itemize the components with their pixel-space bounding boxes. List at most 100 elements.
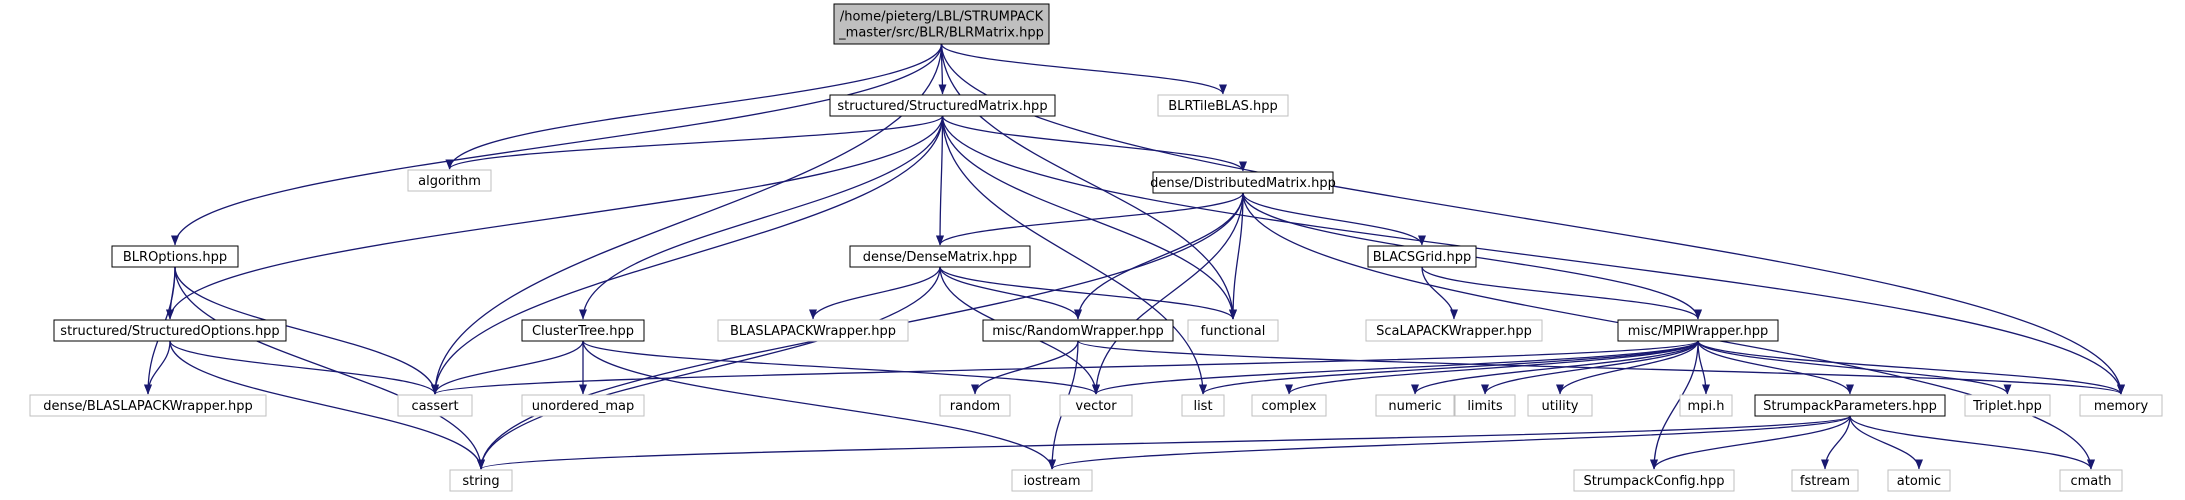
include-edge-blroptions-to-string xyxy=(174,266,485,470)
include-edge-distributed_matrix-to-functional xyxy=(1229,192,1244,320)
include-edge-root-to-blrtileblas xyxy=(940,43,1227,95)
node-label: list xyxy=(1193,399,1212,414)
node-clustertree[interactable]: ClusterTree.hpp xyxy=(521,319,645,342)
node-unordered-map: unordered_map xyxy=(521,394,645,417)
include-edge-strumpack_parameters-to-strumpack_config xyxy=(1650,415,1851,470)
edge-line xyxy=(971,340,1079,395)
node-box xyxy=(1527,394,1593,417)
node-label: vector xyxy=(1075,399,1117,414)
node-numeric: numeric xyxy=(1375,394,1455,417)
node-label: ScaLAPACKWrapper.hpp xyxy=(1376,324,1532,339)
node-mpi-wrapper[interactable]: misc/MPIWrapper.hpp xyxy=(1617,319,1779,342)
node-triplet: Triplet.hpp xyxy=(1964,394,2051,417)
node-random-wrapper[interactable]: misc/RandomWrapper.hpp xyxy=(982,319,1174,342)
include-edge-structured_matrix-to-memory xyxy=(941,115,2125,395)
include-edge-strumpack_parameters-to-string xyxy=(477,415,1851,470)
node-label: dense/BLASLAPACKWrapper.hpp xyxy=(43,399,253,414)
node-box xyxy=(1573,469,1735,492)
edge-line xyxy=(941,115,1207,395)
node-string: string xyxy=(449,469,513,492)
node-label: limits xyxy=(1467,399,1503,414)
edge-line xyxy=(431,340,1699,395)
edge-line xyxy=(940,43,1227,95)
node-structured-options[interactable]: structured/StructuredOptions.hpp xyxy=(53,319,287,342)
header-nodes: /home/pieterg/LBL/STRUMPACK_master/src/B… xyxy=(29,3,2163,492)
node-complex: complex xyxy=(1251,394,1327,417)
node-label: _master/src/BLR/BLRMatrix.hpp xyxy=(838,26,1044,41)
include-edge-clustertree-to-vector xyxy=(582,340,1100,395)
edge-line xyxy=(936,192,1244,246)
edge-line xyxy=(1285,340,1699,395)
edge-line xyxy=(579,115,944,320)
node-box xyxy=(29,394,267,417)
node-dense-matrix[interactable]: dense/DenseMatrix.hpp xyxy=(849,245,1031,268)
node-strumpack-config: StrumpackConfig.hpp xyxy=(1573,469,1735,492)
include-edge-mpi_wrapper-to-complex xyxy=(1285,340,1699,395)
node-box xyxy=(1375,394,1455,417)
include-edge-root-to-functional xyxy=(940,43,1237,320)
edge-line xyxy=(936,115,945,246)
include-edge-strumpack_parameters-to-cmath xyxy=(1849,415,2095,470)
node-box xyxy=(397,394,473,417)
node-box xyxy=(2059,469,2123,492)
include-edge-strumpack_parameters-to-iostream xyxy=(1048,415,1851,470)
edge-line xyxy=(1077,340,2125,395)
node-blacsgrid[interactable]: BLACSGrid.hpp xyxy=(1367,245,1477,268)
edge-line xyxy=(809,266,941,320)
include-edge-dense_matrix-to-blaslapack_wrapper xyxy=(809,266,941,320)
include-edge-structured_options-to-string xyxy=(169,340,485,470)
node-blaslapack-wrapper: BLASLAPACKWrapper.hpp xyxy=(717,319,909,342)
edge-line xyxy=(445,115,944,170)
include-edge-dense_matrix-to-string xyxy=(477,266,941,470)
include-edge-random_wrapper-to-random xyxy=(971,340,1079,395)
node-memory: memory xyxy=(2079,394,2163,417)
node-strumpack-parameters[interactable]: StrumpackParameters.hpp xyxy=(1754,394,1946,417)
node-label: algorithm xyxy=(418,174,481,189)
include-edge-mpi_wrapper-to-memory xyxy=(1697,340,2125,395)
node-structured-matrix[interactable]: structured/StructuredMatrix.hpp xyxy=(829,94,1056,117)
edge-line xyxy=(1411,340,1699,395)
node-label: utility xyxy=(1542,399,1579,414)
node-blrtileblas: BLRTileBLAS.hpp xyxy=(1157,94,1289,117)
include-edge-distributed_matrix-to-blacsgrid xyxy=(1242,192,1426,246)
node-box xyxy=(1679,394,1733,417)
edge-line xyxy=(1697,340,2125,395)
node-distributed-matrix[interactable]: dense/DistributedMatrix.hpp xyxy=(1150,171,1336,194)
node-box xyxy=(1887,469,1951,492)
node-label: Triplet.hpp xyxy=(1972,399,2042,414)
node-algorithm: algorithm xyxy=(407,169,492,192)
node-label: BLROptions.hpp xyxy=(123,250,227,265)
edge-line xyxy=(445,43,943,170)
edge-line xyxy=(431,340,584,395)
node-box xyxy=(829,94,1056,117)
node-list: list xyxy=(1181,394,1225,417)
node-blroptions[interactable]: BLROptions.hpp xyxy=(111,245,239,268)
edge-line xyxy=(1242,192,1426,246)
node-box xyxy=(1365,319,1543,342)
edge-line xyxy=(1556,340,1699,395)
edge-line xyxy=(477,266,941,470)
node-atomic: atomic xyxy=(1887,469,1951,492)
edge-line xyxy=(941,115,2125,395)
include-edge-root-to-blroptions xyxy=(171,43,943,246)
node-box xyxy=(407,169,492,192)
node-box xyxy=(2079,394,2163,417)
node-label: random xyxy=(950,399,1000,414)
node-label: /home/pieterg/LBL/STRUMPACK xyxy=(840,10,1044,25)
node-label: string xyxy=(462,474,499,489)
include-edge-structured_options-to-cassert xyxy=(169,340,439,395)
edge-line xyxy=(1092,192,1244,395)
include-edge-mpi_wrapper-to-utility xyxy=(1556,340,1699,395)
edge-line xyxy=(171,43,943,246)
include-edge-mpi_wrapper-to-strumpack_parameters xyxy=(1697,340,1854,395)
include-edge-mpi_wrapper-to-numeric xyxy=(1411,340,1699,395)
edge-line xyxy=(1849,415,1923,470)
edge-line xyxy=(941,115,1237,320)
edge-line xyxy=(431,115,944,395)
edge-line xyxy=(941,115,1247,172)
edge-line xyxy=(582,340,1056,470)
include-edge-distributed_matrix-to-dense_matrix xyxy=(936,192,1244,246)
edge-line xyxy=(940,43,1237,320)
node-box xyxy=(1964,394,2051,417)
edge-line xyxy=(144,340,171,395)
